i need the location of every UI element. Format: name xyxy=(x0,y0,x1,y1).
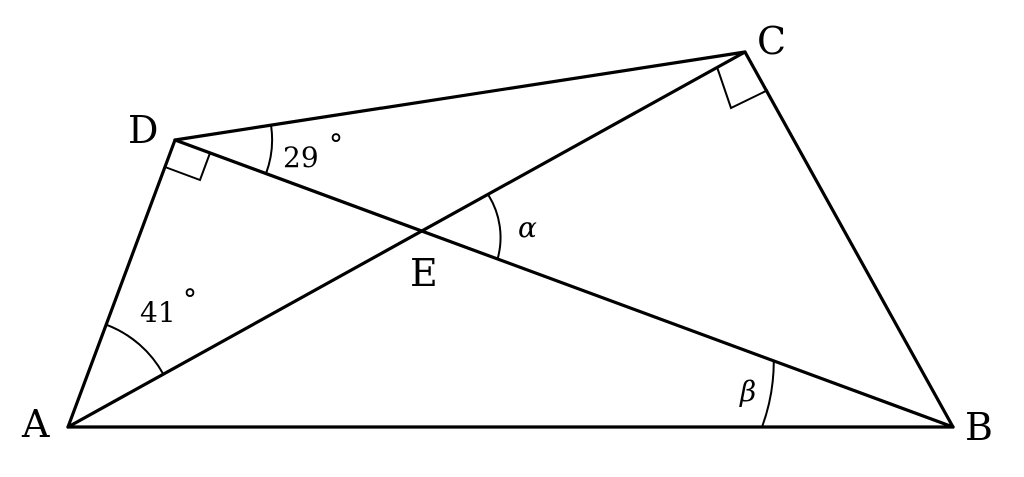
angle-arc-alpha xyxy=(487,194,502,260)
diagonal-DB xyxy=(173,138,955,429)
segment-DC xyxy=(173,50,747,142)
right-angle-marker-D xyxy=(164,152,211,182)
label-D: D xyxy=(128,108,158,152)
label-E: E xyxy=(410,251,438,295)
right-angle-marker-C xyxy=(716,66,769,110)
degree-sign-41: ° xyxy=(183,283,197,316)
label-alpha: α xyxy=(518,211,537,244)
angle-arc-A xyxy=(106,323,165,375)
label-beta: β xyxy=(739,375,756,408)
degree-sign-29: ° xyxy=(329,128,343,161)
label-C: C xyxy=(757,19,786,63)
segment-CB xyxy=(743,50,955,429)
label-B: B xyxy=(965,405,993,449)
angle-value-41: 41 xyxy=(140,296,176,329)
angle-arc-D-29 xyxy=(265,125,274,174)
segment-AD xyxy=(66,138,177,429)
angle-value-29: 29 xyxy=(283,141,319,174)
label-A: A xyxy=(21,402,50,446)
angle-arc-beta xyxy=(761,360,775,428)
diagonal-AC xyxy=(66,50,747,429)
